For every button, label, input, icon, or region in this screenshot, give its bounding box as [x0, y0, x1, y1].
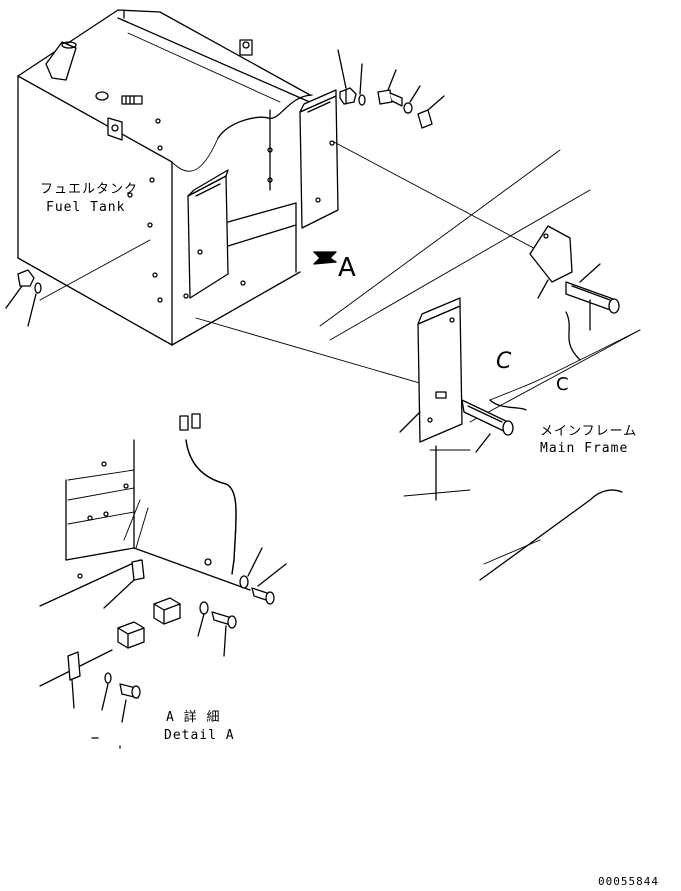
- rubber-block-icon: [153, 597, 181, 625]
- fuel-tank: [17, 9, 339, 346]
- frame-bolt-upper: [565, 281, 620, 314]
- filler-cap-icon: [45, 41, 77, 81]
- nut-icon: [339, 87, 357, 105]
- svg-text:C: C: [556, 374, 569, 395]
- mount-nut-set-lower: [5, 269, 42, 327]
- mount-bolt-set-upper: [337, 49, 445, 129]
- nut-icon: [17, 269, 35, 287]
- main-frame-label-jp: メインフレーム: [540, 424, 638, 439]
- detail-a-title-jp: A 詳 細: [166, 710, 221, 725]
- svg-text:C: C: [496, 349, 512, 374]
- bolt-icon: [377, 89, 403, 107]
- tank-bracket-right: [299, 89, 339, 229]
- tank-bracket-left: [187, 169, 229, 299]
- washer-icon: [34, 282, 42, 294]
- washer-icon: [358, 94, 366, 106]
- frame-bolt-lower: [461, 399, 514, 436]
- rubber-block-icon: [117, 621, 145, 649]
- main-frame-label-en: Main Frame: [540, 441, 629, 456]
- main-frame: C C: [399, 225, 641, 581]
- detail-a-view: [39, 413, 287, 749]
- view-arrow-letter: A: [338, 253, 356, 283]
- fuel-tank-label-jp: フュエルタンク: [40, 182, 139, 197]
- washer-icon: [403, 102, 413, 114]
- fuel-tank-label-en: Fuel Tank: [46, 200, 126, 215]
- frame-bracket-lower: [417, 297, 463, 443]
- spacer-icon: [417, 109, 433, 129]
- ground-cable: [179, 413, 237, 575]
- view-arrow-a: [313, 251, 337, 265]
- detail-a-title-en: Detail A: [164, 728, 235, 743]
- frame-bracket-upper: [529, 225, 573, 283]
- drawing-number: 00055844: [598, 875, 659, 888]
